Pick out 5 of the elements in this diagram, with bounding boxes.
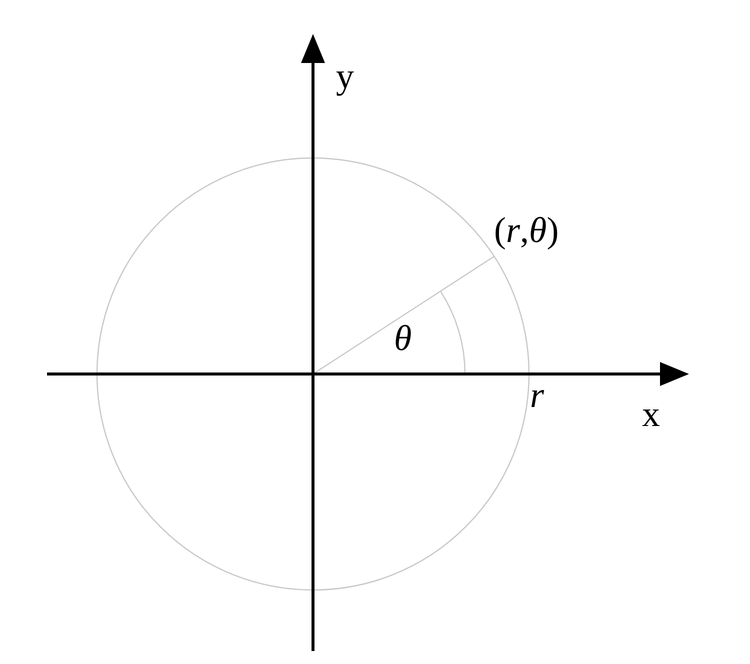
- radius-label: r: [530, 377, 544, 413]
- axis-label: y: [336, 58, 354, 94]
- point-label: (r,θ): [494, 212, 559, 248]
- angle-label: θ: [394, 320, 412, 356]
- axis-label: x: [642, 396, 660, 432]
